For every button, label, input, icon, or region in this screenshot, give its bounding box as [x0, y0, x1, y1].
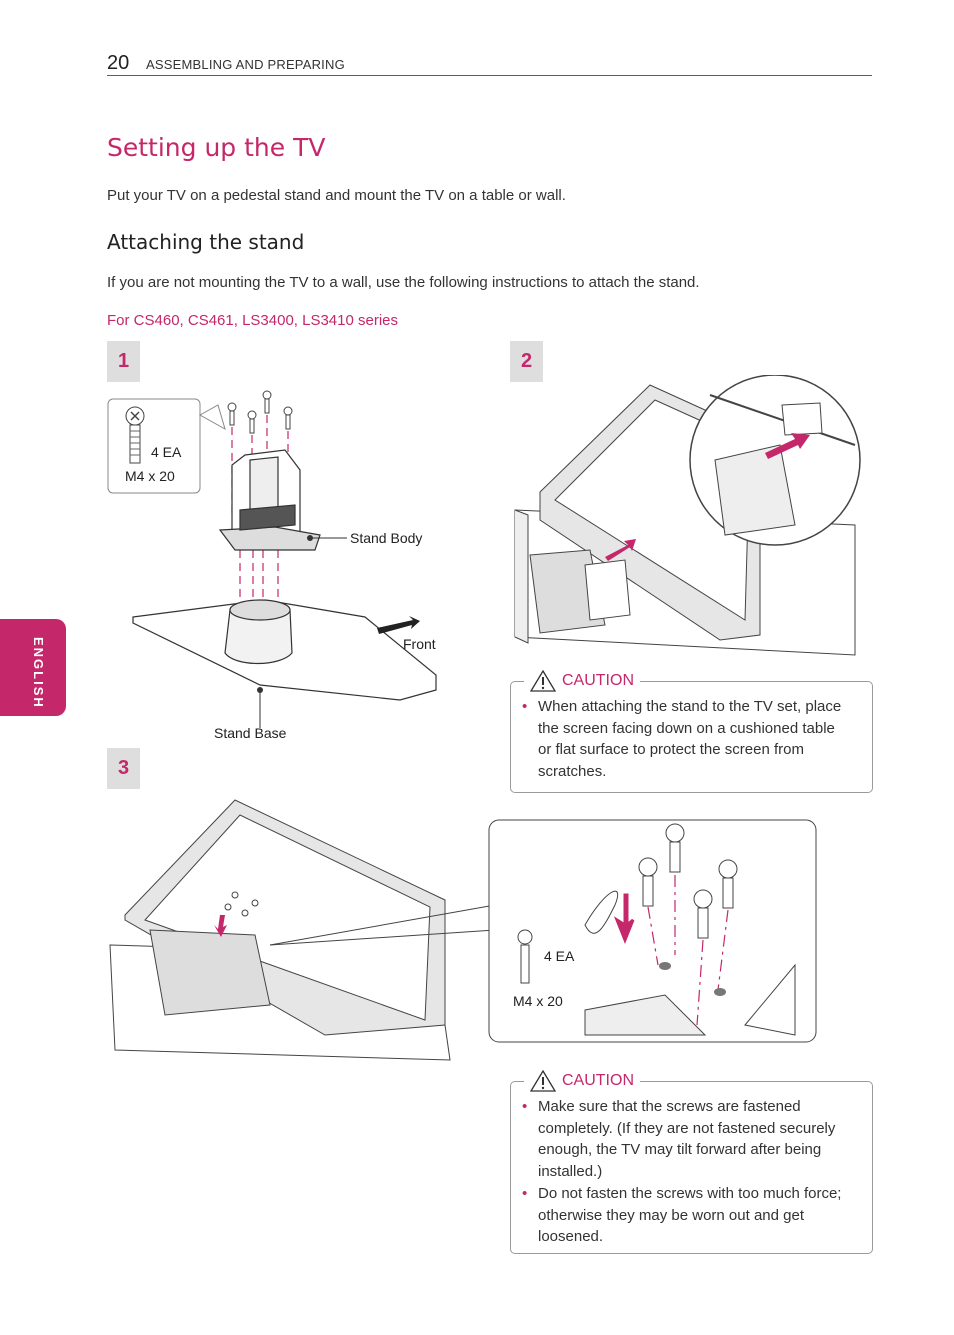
screw-quantity: 4 EA [151, 444, 182, 460]
subsection-title: Attaching the stand [107, 230, 305, 254]
caution-item: When attaching the stand to the TV set, … [517, 696, 847, 782]
stand-base-label: Stand Base [214, 725, 287, 741]
caution-label-1: CAUTION [562, 672, 634, 689]
step3-illustration [109, 799, 817, 1061]
header-rule [107, 75, 872, 76]
caution-box-1 [510, 681, 873, 793]
caution-item: Do not fasten the screws with too much f… [517, 1183, 857, 1248]
caution-body-2: Make sure that the screws are fastened c… [517, 1096, 857, 1249]
caution-title-2: CAUTION [524, 1070, 640, 1092]
step2-illustration [514, 375, 861, 656]
front-arrow-icon [377, 616, 420, 634]
stand-body-label: Stand Body [350, 530, 423, 546]
step3-arrow-icon [214, 915, 227, 937]
caution-box-2 [510, 1081, 873, 1254]
caution-label-2: CAUTION [562, 1072, 634, 1089]
page-number: 20 [107, 52, 130, 74]
language-tab [0, 619, 66, 716]
front-label: Front [403, 636, 436, 652]
series-note: For CS460, CS461, LS3400, LS3410 series [107, 312, 399, 329]
screw-icon [125, 406, 145, 464]
detail-arrow-icon [765, 433, 810, 459]
step-badge-3: 3 [107, 748, 140, 789]
section-title: ASSEMBLING AND PREPARING [146, 57, 345, 72]
stand-body-drawing [218, 449, 321, 551]
callout-pointer [198, 404, 226, 431]
screw-size-3: M4 x 20 [513, 993, 563, 1009]
step1-illustration [107, 390, 437, 728]
warning-icon [530, 1070, 556, 1092]
language-tab-label: ENGLISH [31, 637, 46, 709]
screw-icon [517, 929, 533, 984]
step-badge-1: 1 [107, 341, 140, 382]
instruction-text: If you are not mounting the TV to a wall… [107, 274, 700, 291]
insert-arrow-icon [613, 893, 635, 945]
step-badge-2: 2 [510, 341, 543, 382]
screw-quantity-3: 4 EA [544, 948, 575, 964]
direction-arrow-icon [605, 539, 636, 561]
caution-title-1: CAUTION [524, 670, 640, 692]
page-title: Setting up the TV [107, 133, 326, 162]
caution-item: Make sure that the screws are fastened c… [517, 1096, 857, 1182]
screw-size: M4 x 20 [125, 468, 175, 484]
intro-text: Put your TV on a pedestal stand and moun… [107, 187, 566, 204]
stand-base-drawing [132, 599, 437, 701]
caution-body-1: When attaching the stand to the TV set, … [517, 696, 847, 783]
warning-icon [530, 670, 556, 692]
